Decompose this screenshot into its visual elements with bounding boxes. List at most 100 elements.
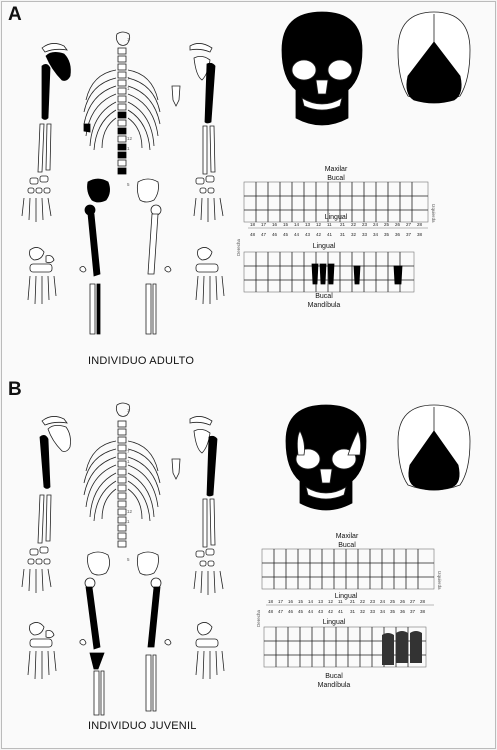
panel-a: A bbox=[8, 4, 471, 367]
svg-text:35: 35 bbox=[384, 232, 390, 237]
vertebral-column bbox=[117, 420, 127, 548]
left-foot bbox=[27, 247, 57, 305]
svg-text:21: 21 bbox=[340, 222, 346, 227]
svg-text:47: 47 bbox=[278, 609, 284, 614]
svg-text:16: 16 bbox=[288, 599, 294, 604]
lower-legs bbox=[89, 652, 157, 716]
vertebra-label: 5 bbox=[127, 557, 130, 562]
svg-text:15: 15 bbox=[283, 222, 289, 227]
right-foot bbox=[195, 622, 225, 680]
bucal-bottom-label: Bucal bbox=[325, 673, 343, 680]
panel-letter: A bbox=[8, 4, 22, 25]
left-humerus bbox=[39, 435, 51, 489]
panel-b: B bbox=[0, 375, 497, 750]
svg-text:36: 36 bbox=[400, 609, 406, 614]
vertebra-label: 1 bbox=[127, 146, 130, 151]
skull-frontal-view bbox=[285, 404, 367, 511]
svg-text:26: 26 bbox=[400, 599, 406, 604]
vertebra-label: 1 bbox=[127, 408, 130, 413]
svg-text:37: 37 bbox=[410, 609, 416, 614]
svg-text:28: 28 bbox=[417, 222, 423, 227]
left-forearm bbox=[37, 123, 52, 173]
svg-text:41: 41 bbox=[338, 609, 344, 614]
tooth-numbers-top: 18 17 16 15 14 13 12 11 21 22 23 24 25 2… bbox=[250, 222, 423, 227]
bucal-bottom-label: Bucal bbox=[315, 293, 333, 300]
svg-text:33: 33 bbox=[370, 609, 376, 614]
svg-text:32: 32 bbox=[360, 609, 366, 614]
svg-text:12: 12 bbox=[316, 222, 322, 227]
svg-text:11: 11 bbox=[327, 222, 332, 227]
svg-text:11: 11 bbox=[338, 599, 343, 604]
svg-text:47: 47 bbox=[261, 232, 267, 237]
svg-text:33: 33 bbox=[362, 232, 368, 237]
lingual-bottom-label: Lingual bbox=[323, 619, 346, 626]
right-hand bbox=[193, 548, 224, 595]
right-humerus bbox=[204, 62, 216, 124]
svg-text:17: 17 bbox=[261, 222, 267, 227]
maxilar-label: Maxilar bbox=[325, 166, 348, 173]
svg-text:24: 24 bbox=[373, 222, 379, 227]
mandibula-label: Mandíbula bbox=[318, 682, 351, 689]
lingual-top-label: Lingual bbox=[335, 593, 358, 600]
svg-text:16: 16 bbox=[272, 222, 278, 227]
vertebra-label: 5 bbox=[127, 182, 130, 187]
left-shoulder bbox=[41, 416, 71, 452]
bucal-top-label: Bucal bbox=[327, 175, 345, 182]
svg-text:31: 31 bbox=[350, 609, 356, 614]
svg-text:42: 42 bbox=[316, 232, 322, 237]
svg-text:34: 34 bbox=[380, 609, 386, 614]
svg-text:45: 45 bbox=[283, 232, 289, 237]
left-femur bbox=[87, 213, 101, 277]
right-hand bbox=[193, 175, 224, 222]
vertebra-label: 1 bbox=[127, 86, 130, 91]
tooth-numbers-bottom: 48 47 46 45 44 43 42 41 31 32 33 34 35 3… bbox=[268, 609, 426, 614]
right-femur bbox=[147, 586, 161, 648]
left-hand bbox=[21, 546, 52, 593]
svg-text:44: 44 bbox=[308, 609, 314, 614]
svg-text:36: 36 bbox=[395, 232, 401, 237]
lower-legs bbox=[89, 283, 157, 335]
vertebra-label: 7 bbox=[127, 449, 130, 454]
skull-posterior-view bbox=[397, 404, 471, 491]
side-left-label: Derecha bbox=[236, 238, 241, 256]
svg-text:42: 42 bbox=[328, 609, 334, 614]
svg-text:38: 38 bbox=[420, 609, 426, 614]
patella bbox=[79, 639, 87, 646]
bucal-top-label: Bucal bbox=[338, 542, 356, 549]
panel-caption: INDIVIDUO JUVENIL bbox=[88, 720, 197, 732]
left-forearm bbox=[37, 494, 52, 544]
svg-text:23: 23 bbox=[370, 599, 376, 604]
sternum bbox=[171, 458, 181, 480]
dental-chart: Maxilar Bucal Lingual 18 17 16 15 14 13 … bbox=[236, 166, 436, 309]
left-foot bbox=[27, 622, 57, 680]
patella bbox=[164, 639, 172, 646]
vertebra-label: 12 bbox=[127, 136, 133, 141]
mandibula-label: Mandíbula bbox=[308, 302, 341, 309]
svg-text:32: 32 bbox=[351, 232, 357, 237]
skull-posterior-view bbox=[397, 11, 471, 104]
svg-text:12: 12 bbox=[328, 599, 334, 604]
side-left-label: Derecha bbox=[256, 609, 261, 627]
svg-text:18: 18 bbox=[250, 222, 256, 227]
svg-text:21: 21 bbox=[350, 599, 356, 604]
patella bbox=[164, 266, 172, 273]
sternum bbox=[171, 85, 181, 107]
svg-text:46: 46 bbox=[272, 232, 278, 237]
patella bbox=[79, 266, 87, 273]
skull-small bbox=[115, 31, 131, 46]
svg-text:27: 27 bbox=[406, 222, 412, 227]
svg-text:41: 41 bbox=[327, 232, 333, 237]
side-right-label: Izquierda bbox=[437, 571, 442, 590]
svg-text:24: 24 bbox=[380, 599, 386, 604]
svg-text:13: 13 bbox=[318, 599, 324, 604]
svg-text:13: 13 bbox=[305, 222, 311, 227]
svg-text:43: 43 bbox=[318, 609, 324, 614]
right-foot bbox=[195, 247, 225, 305]
skull-frontal-view bbox=[281, 11, 363, 126]
skeleton-diagram: 1 7 1 12 1 5 bbox=[21, 402, 471, 716]
maxilar-label: Maxilar bbox=[336, 533, 359, 540]
pelvis bbox=[84, 178, 162, 216]
vertebra-label: 1 bbox=[127, 519, 130, 524]
panel-letter: B bbox=[8, 379, 22, 400]
svg-text:35: 35 bbox=[390, 609, 396, 614]
